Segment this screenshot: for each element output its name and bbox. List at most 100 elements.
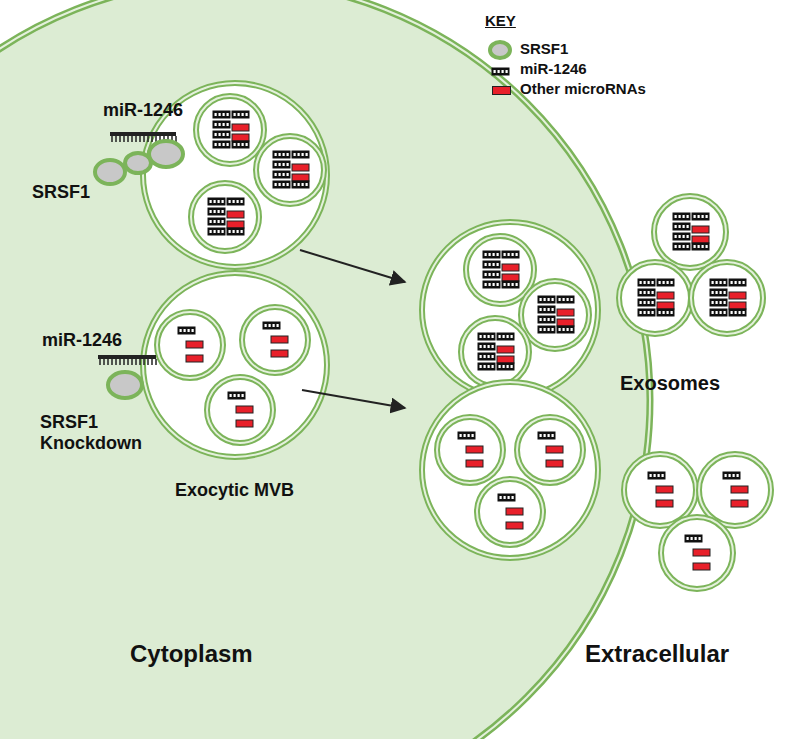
mir-1246-mark [483,281,500,288]
microrna-mark [502,264,519,271]
mir-1246-mark [692,243,709,250]
microrna-mark [271,336,288,343]
mir-1246-mark [729,279,746,286]
mir-1246-dot [563,328,565,331]
mir-1246-dot [227,113,229,116]
mir-1246-dot [540,308,542,311]
mir-1246-mark [638,289,655,296]
mir-1246-bases [135,136,137,142]
microrna-mark [466,446,483,453]
mir-1246-dot [650,474,652,477]
multivesicular-body [422,382,598,558]
mir-1246-dot [215,143,217,146]
mir-1246-dot [489,253,491,256]
microrna-mark [546,446,563,453]
mir-1246-bases [139,359,141,365]
mir-1246-mark [273,161,290,168]
mir-1246-dot [480,335,482,338]
mir-1246-dot [493,273,495,276]
mir-1246-mark [648,472,665,479]
mir-1246-mark [263,322,280,329]
mir-1246-dot [223,143,225,146]
mir-1246-mark [638,309,655,316]
transport-arrow [300,250,405,282]
mir-1246-dot [675,245,677,248]
exosome-vesicle-inner [437,417,503,483]
mir-1246-mark [213,141,230,148]
mir-1246-mark [227,228,244,235]
mir-1246-dot [222,200,224,203]
mir-1246-bases [131,359,133,365]
mir-1246-dot [485,283,487,286]
microrna-mark [292,164,309,171]
mir-1246-dot [223,123,225,126]
microrna-mark [186,355,203,362]
legend-swatch [492,86,511,95]
mir-1246-dot [679,245,681,248]
microrna-mark [656,486,673,493]
microrna-mark [236,420,253,427]
exosome-vesicle [256,136,324,204]
label: SRSF1 [32,182,90,203]
mir-1246-bases [107,359,109,365]
mir-1246-dot [687,225,689,228]
mir-1246-mark [483,261,500,268]
mir-1246-dot [652,281,654,284]
microrna-mark [692,236,709,243]
mir-1246-dot [512,253,514,256]
microrna-mark [502,274,519,281]
label: miR-1246 [42,330,122,351]
mir-1246-dot [716,281,718,284]
mir-1246-dot [229,230,231,233]
mir-1246-dot [663,311,665,314]
mir-1246-bases [127,136,129,142]
mir-1246-dot [679,215,681,218]
label: Exosomes [620,372,720,395]
mir-1246-dot [234,113,236,116]
mir-1246-dot [218,230,220,233]
mir-1246-dot [658,474,660,477]
exosome-vesicle-inner [521,281,589,349]
mir-1246-dot [544,298,546,301]
srsf1-protein [149,141,183,167]
mir-1246-dot [652,291,654,294]
exosome-vesicle [624,454,696,526]
mir-1246-dot [559,328,561,331]
exosome-vesicle [691,262,763,334]
mir-1246-dot [246,143,248,146]
mir-1246-dot [294,153,296,156]
exosome-vesicle [466,236,534,304]
mir-1246-dot [644,311,646,314]
mir-1246-bases [147,136,149,142]
mir-1246-bases [135,359,137,365]
mir-1246-strand [98,355,156,359]
exosome-vesicle [699,454,771,526]
mir-1246-dot [735,311,737,314]
mir-1246-dot [237,230,239,233]
mir-1246-dot [511,365,513,368]
mir-1246-dot [238,394,240,397]
mir-1246-dot [731,281,733,284]
exosome-vesicle-inner [191,183,259,251]
mir-1246-dot [275,163,277,166]
mir-1246-dot [716,291,718,294]
mir-1246-dot [485,273,487,276]
mir-1246-dot [493,263,495,266]
mir-1246-dot [484,345,486,348]
mir-1246-dot [506,70,508,73]
mir-1246-dot [502,70,504,73]
mir-1246-dot [706,215,708,218]
mir-1246-dot [540,298,542,301]
mir-1246-dot [242,143,244,146]
mir-1246-mark [228,392,245,399]
mir-1246-dot [552,318,554,321]
mir-1246-dot [210,230,212,233]
exosome-vesicle-inner [477,479,543,545]
exosome-vesicle [661,517,733,589]
mir-1246-dot [210,210,212,213]
mir-1246-dot [548,298,550,301]
exosome-vesicle-inner [242,307,308,373]
mir-1246-dot [237,200,239,203]
mir-1246-dot [720,281,722,284]
